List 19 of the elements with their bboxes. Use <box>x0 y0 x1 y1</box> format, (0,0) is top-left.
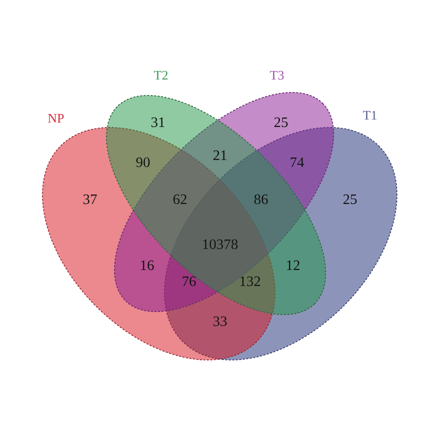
region-count: 10378 <box>202 238 238 252</box>
region-count: 90 <box>136 156 150 170</box>
region-count: 12 <box>286 258 300 274</box>
set-label: T2 <box>154 68 168 82</box>
region-count: 132 <box>239 274 261 290</box>
region-count: 25 <box>342 192 358 208</box>
region-count: 74 <box>290 156 304 170</box>
region-count: 21 <box>212 148 228 164</box>
region-count: 86 <box>254 192 268 208</box>
set-label: NP <box>48 112 64 124</box>
region-count: 25 <box>274 116 288 130</box>
region-count: 37 <box>82 192 98 208</box>
region-count: 31 <box>150 116 166 130</box>
region-count: 62 <box>172 192 188 208</box>
set-label: T3 <box>270 68 284 82</box>
region-count: 33 <box>212 314 228 330</box>
set-label: T1 <box>362 108 378 122</box>
region-count: 76 <box>182 274 196 290</box>
region-count: 16 <box>140 258 154 274</box>
